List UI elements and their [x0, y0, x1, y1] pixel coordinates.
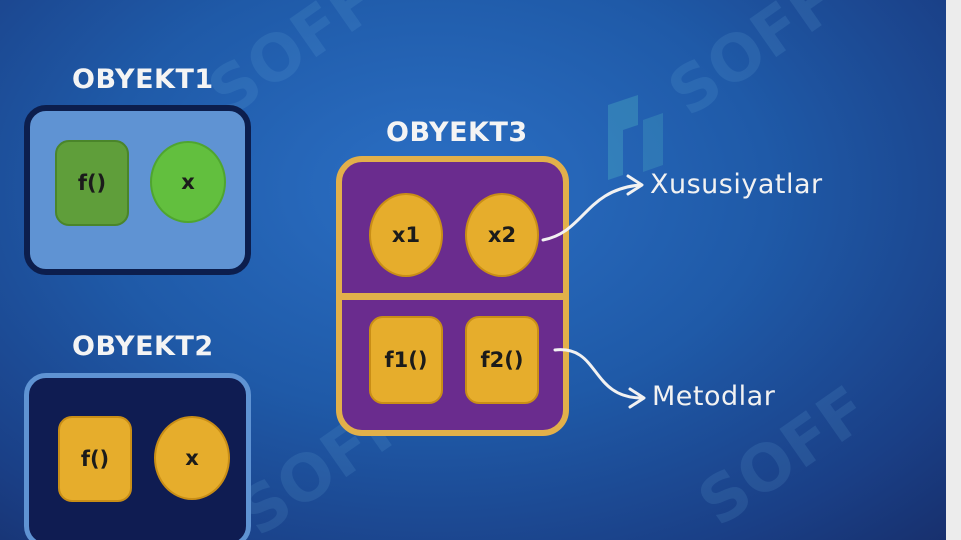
properties-arrowhead [626, 174, 644, 196]
object3-property-x2: x2 [465, 193, 539, 277]
object2-title: OBYEKT2 [72, 331, 214, 362]
methods-label: Metodlar [652, 381, 776, 412]
properties-label: Xususiyatlar [650, 169, 823, 200]
object1-method-f: f() [55, 140, 129, 226]
object3-divider [340, 293, 565, 300]
right-edge-strip [946, 0, 961, 540]
object1-title: OBYEKT1 [72, 64, 214, 95]
object3-property-x1: x1 [369, 193, 443, 277]
object2-property-x: x [154, 416, 230, 500]
object3-method-f1: f1() [369, 316, 443, 404]
watermark: SOFF [655, 0, 853, 132]
object1-property-x: x [150, 141, 226, 223]
object3-method-f2: f2() [465, 316, 539, 404]
methods-arrowhead [628, 387, 646, 409]
object3-title: OBYEKT3 [386, 117, 528, 148]
object2-method-f: f() [58, 416, 132, 502]
